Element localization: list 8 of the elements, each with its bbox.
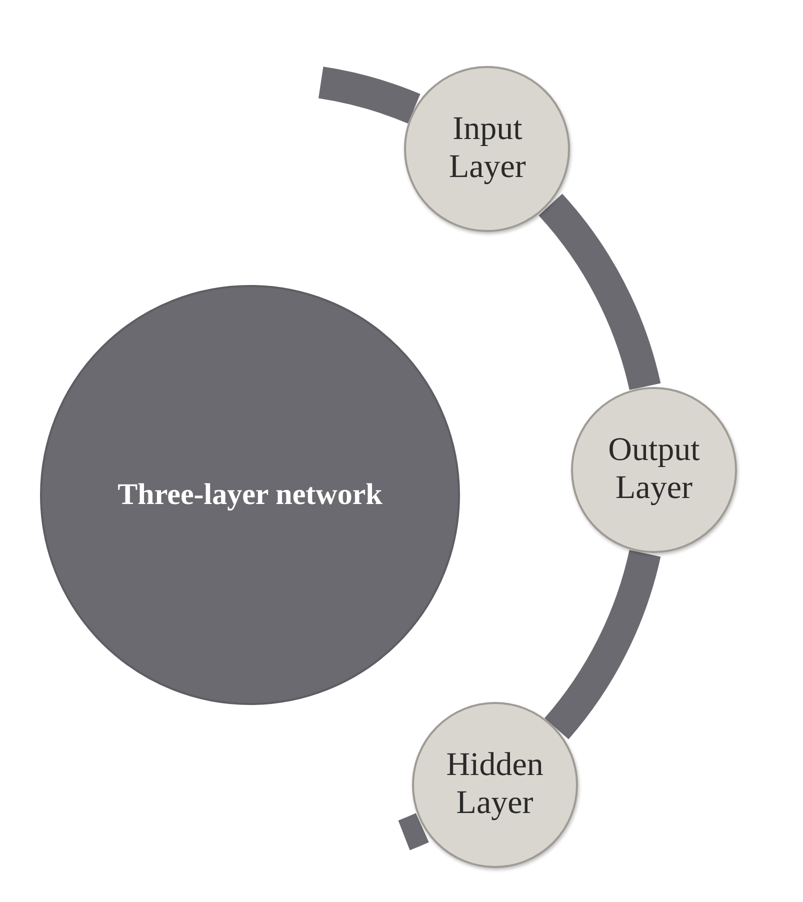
arc-band [318, 66, 420, 124]
arc-band [544, 548, 660, 738]
node-label: Output Layer [607, 432, 701, 508]
node-label: Three-layer network [116, 476, 384, 513]
node-label: Hidden Layer [445, 747, 544, 824]
arc-band [398, 813, 429, 850]
node-label: Input Layer [448, 111, 527, 188]
arc-band [538, 194, 660, 391]
